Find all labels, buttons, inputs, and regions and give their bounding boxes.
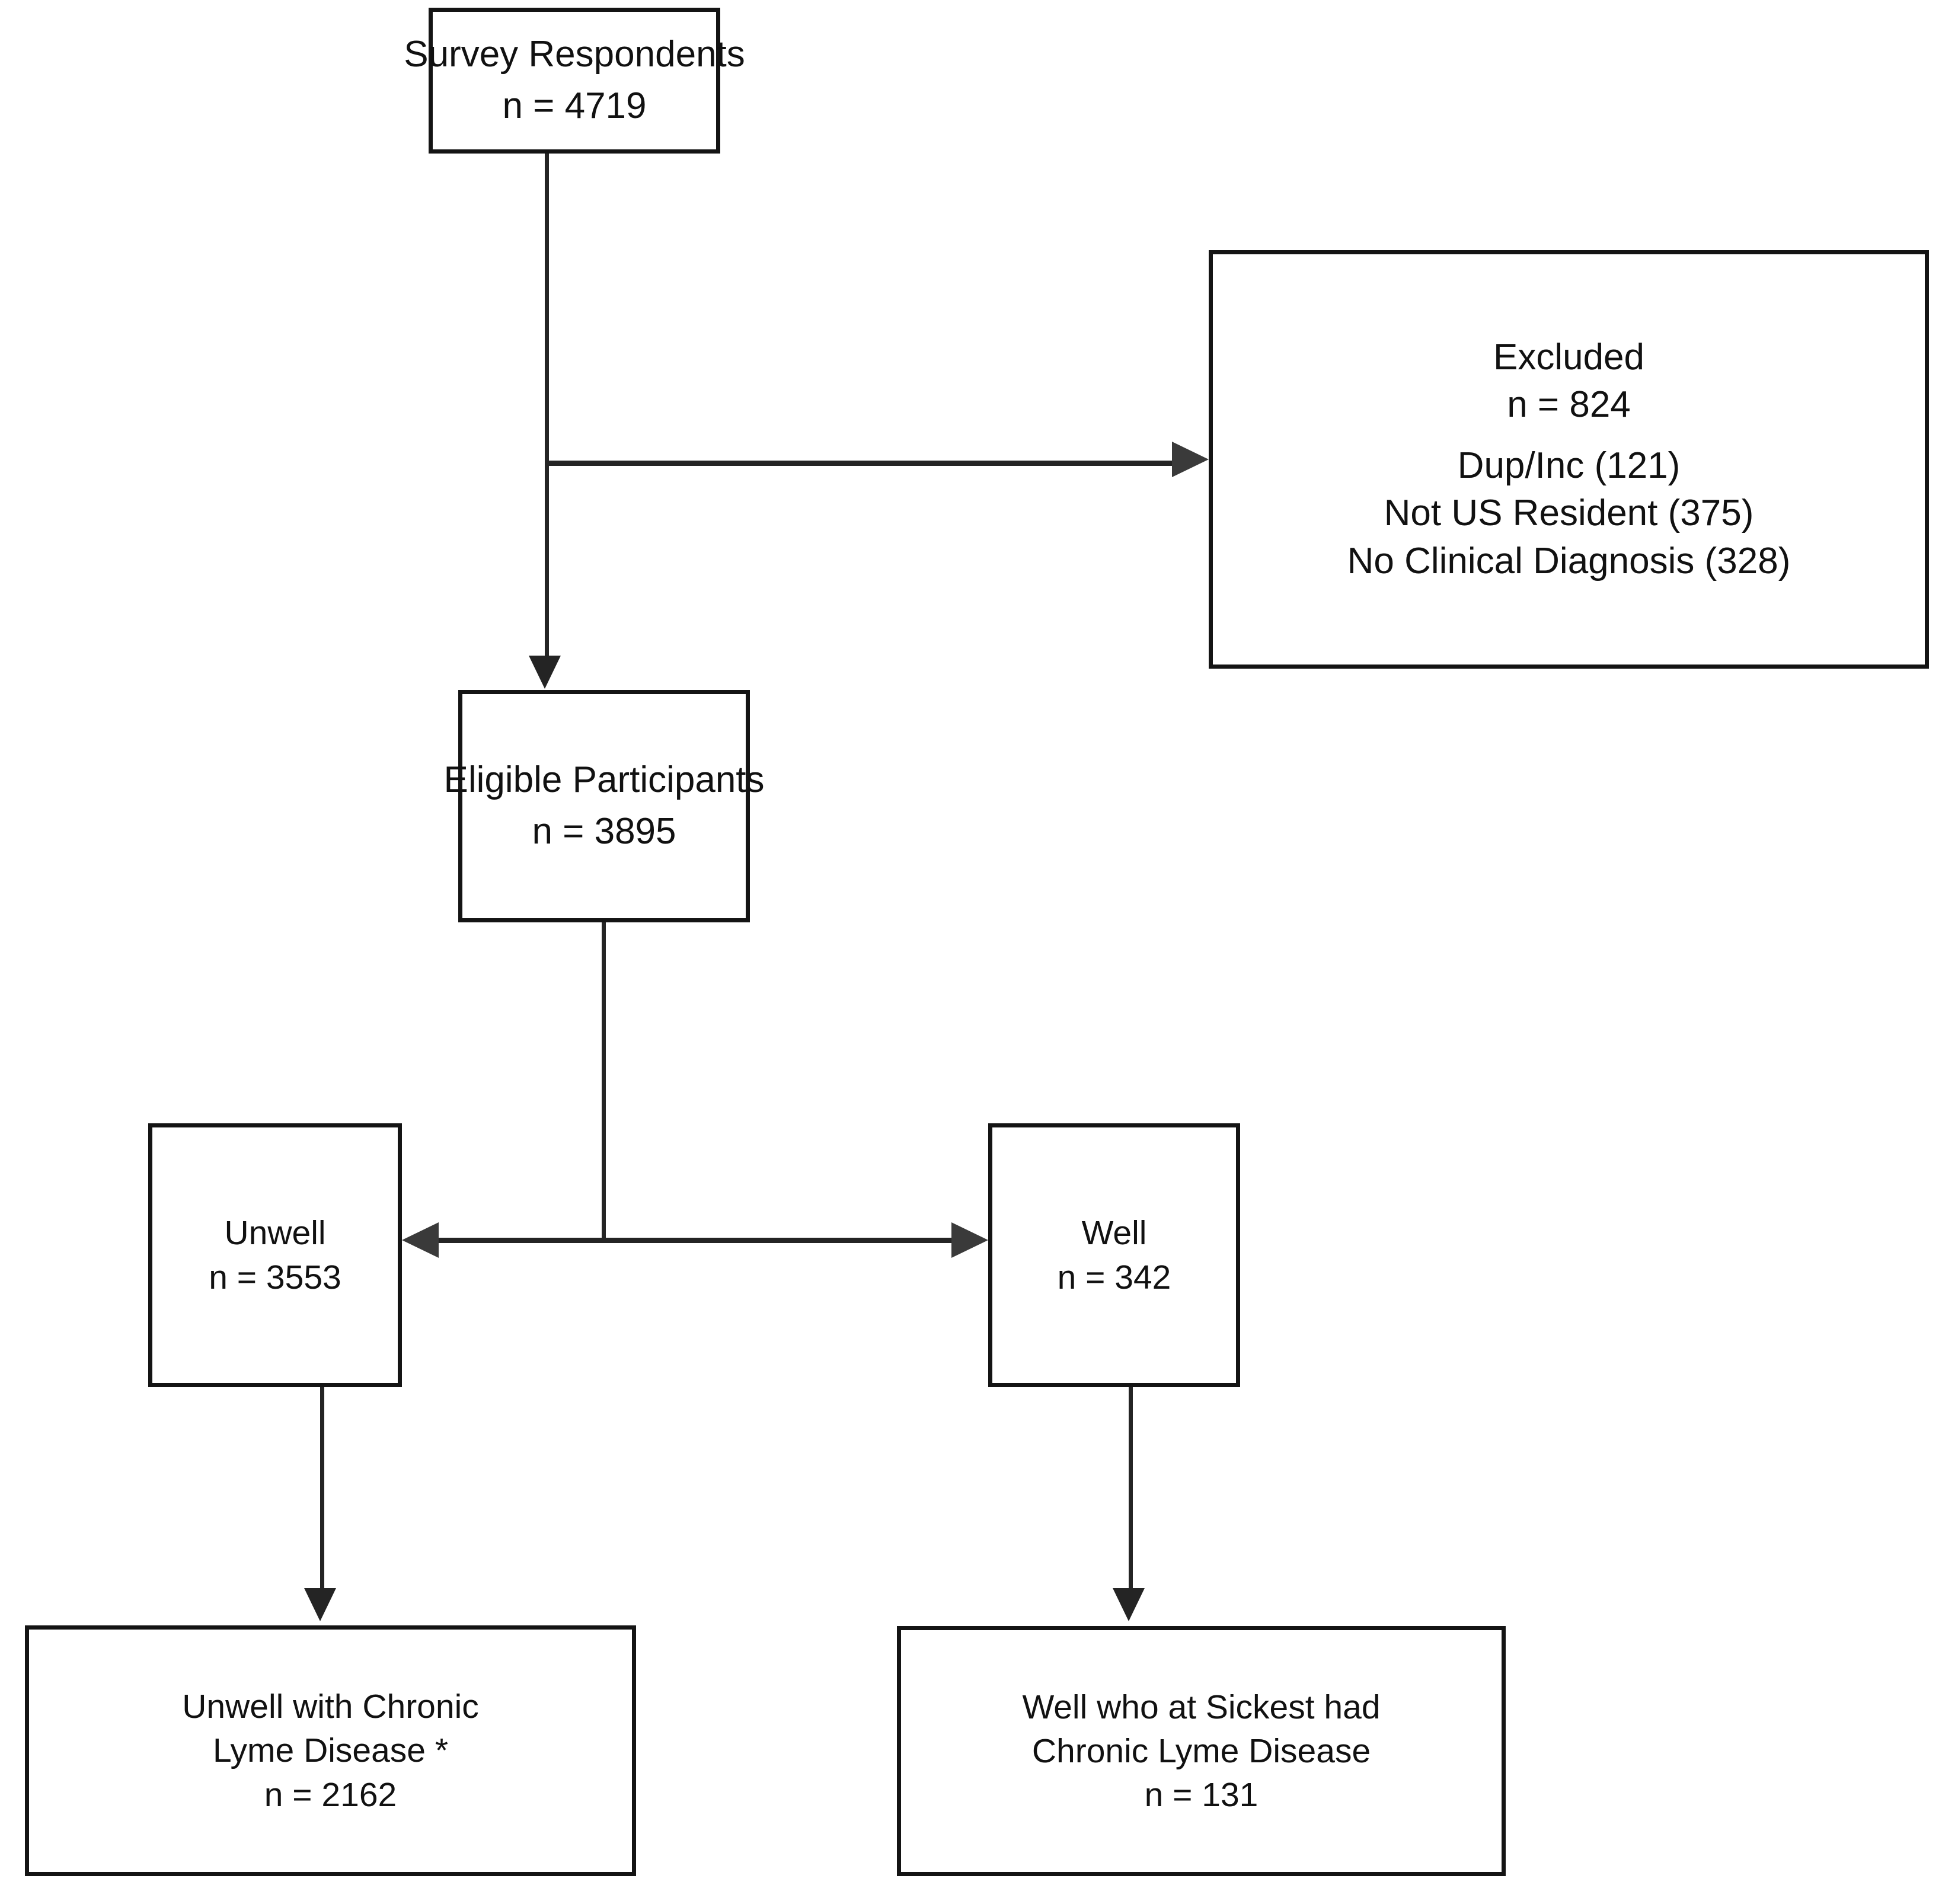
node-well-who-at-sickest-had-chronic-lyme-disease: Well who at Sickest had Chronic Lyme Dis… — [897, 1626, 1506, 1876]
node-unwell-with-chronic-lyme-disease: Unwell with Chronic Lyme Disease * n = 2… — [25, 1625, 636, 1876]
node-well: Well n = 342 — [988, 1123, 1240, 1387]
node-well-count: n = 342 — [1057, 1258, 1171, 1296]
node-unwell-cld-count: n = 2162 — [264, 1775, 397, 1814]
arrowhead-down-unwell-cld — [304, 1588, 336, 1621]
node-survey-respondents-count: n = 4719 — [502, 85, 647, 126]
connector-split-to-well — [602, 1238, 951, 1243]
connector-well-to-well-cld — [1129, 1386, 1133, 1590]
node-excluded-label: Excluded — [1493, 336, 1645, 378]
connector-eligible-to-split — [602, 920, 606, 1243]
node-eligible-participants: Eligible Participants n = 3895 — [443, 690, 765, 922]
connector-split-to-unwell — [439, 1238, 605, 1243]
connector-unwell-to-unwell-cld — [320, 1386, 324, 1590]
node-excluded-reason-dup-inc: Dup/Inc (121) — [1457, 445, 1681, 486]
node-well-cld-label-line1: Well who at Sickest had — [1022, 1688, 1381, 1726]
arrowhead-down-eligible — [529, 656, 561, 689]
node-well-label: Well — [1081, 1214, 1147, 1253]
node-well-cld-label-line2: Chronic Lyme Disease — [1031, 1732, 1371, 1770]
node-well-cld-count: n = 131 — [1144, 1776, 1259, 1814]
node-unwell-count: n = 3553 — [209, 1258, 341, 1296]
arrowhead-down-well-cld — [1113, 1588, 1145, 1621]
connector-survey-to-eligible — [545, 152, 549, 658]
node-unwell: Unwell n = 3553 — [148, 1123, 402, 1387]
connector-survey-to-excluded — [547, 461, 1173, 466]
node-survey-respondents: Survey Respondents n = 4719 — [404, 8, 745, 154]
node-survey-respondents-label: Survey Respondents — [404, 34, 745, 75]
arrowhead-right-excluded — [1172, 442, 1209, 477]
arrowhead-right-well — [951, 1222, 988, 1258]
node-unwell-cld-label-line1: Unwell with Chronic — [182, 1688, 479, 1726]
node-eligible-participants-label: Eligible Participants — [443, 759, 765, 801]
node-unwell-label: Unwell — [224, 1214, 326, 1253]
arrowhead-left-unwell — [402, 1222, 439, 1258]
node-excluded-count: n = 824 — [1507, 384, 1631, 426]
node-excluded-reason-not-us-resident: Not US Resident (375) — [1384, 493, 1754, 534]
node-excluded-reason-no-clinical-diagnosis: No Clinical Diagnosis (328) — [1347, 540, 1791, 582]
node-unwell-cld-label-line2: Lyme Disease * — [212, 1732, 449, 1770]
node-eligible-participants-count: n = 3895 — [532, 811, 676, 852]
node-excluded: Excluded n = 824 Dup/Inc (121) Not US Re… — [1209, 250, 1929, 669]
